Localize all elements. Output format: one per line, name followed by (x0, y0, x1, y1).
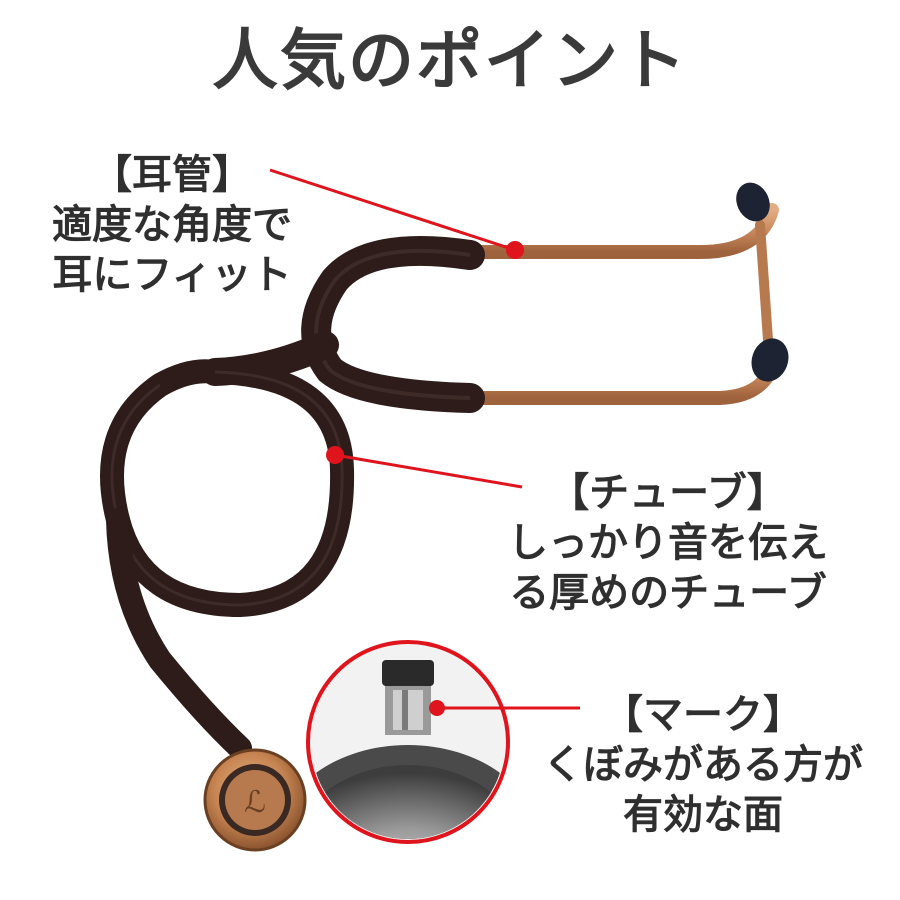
callout-heading: 【マーク】 (603, 692, 803, 738)
callout-heading: 【チューブ】 (549, 470, 787, 516)
page-title: 人気のポイント (212, 22, 688, 99)
callout-line: る厚めのチューブ (509, 570, 827, 616)
callout-line: 有効な面 (623, 792, 783, 838)
binaural-spring (755, 220, 773, 345)
upper-eartip (736, 182, 770, 222)
callout-line: 適度な角度で (52, 202, 292, 248)
callout-line: くぼみがある方が (543, 742, 863, 788)
svg-text:ℒ: ℒ (244, 785, 266, 820)
callout-earpiece: 【耳管】 適度な角度で 耳にフィット (22, 150, 322, 300)
callout-line: 耳にフィット (52, 252, 292, 298)
lower-binaural-tube (455, 345, 783, 405)
lower-eartip (751, 338, 789, 382)
tubing-loop (100, 359, 355, 618)
callout-tubing: 【チューブ】 しっかり音を伝え る厚めのチューブ (468, 468, 868, 618)
ear-pointer (269, 168, 524, 259)
callout-heading: 【耳管】 (92, 152, 252, 198)
upper-binaural-tube (455, 203, 779, 259)
callout-mark: 【マーク】 くぼみがある方が 有効な面 (528, 690, 878, 840)
tube-pointer (326, 446, 523, 489)
tubing-lower (106, 508, 252, 760)
callout-line: しっかり音を伝え (508, 520, 828, 566)
